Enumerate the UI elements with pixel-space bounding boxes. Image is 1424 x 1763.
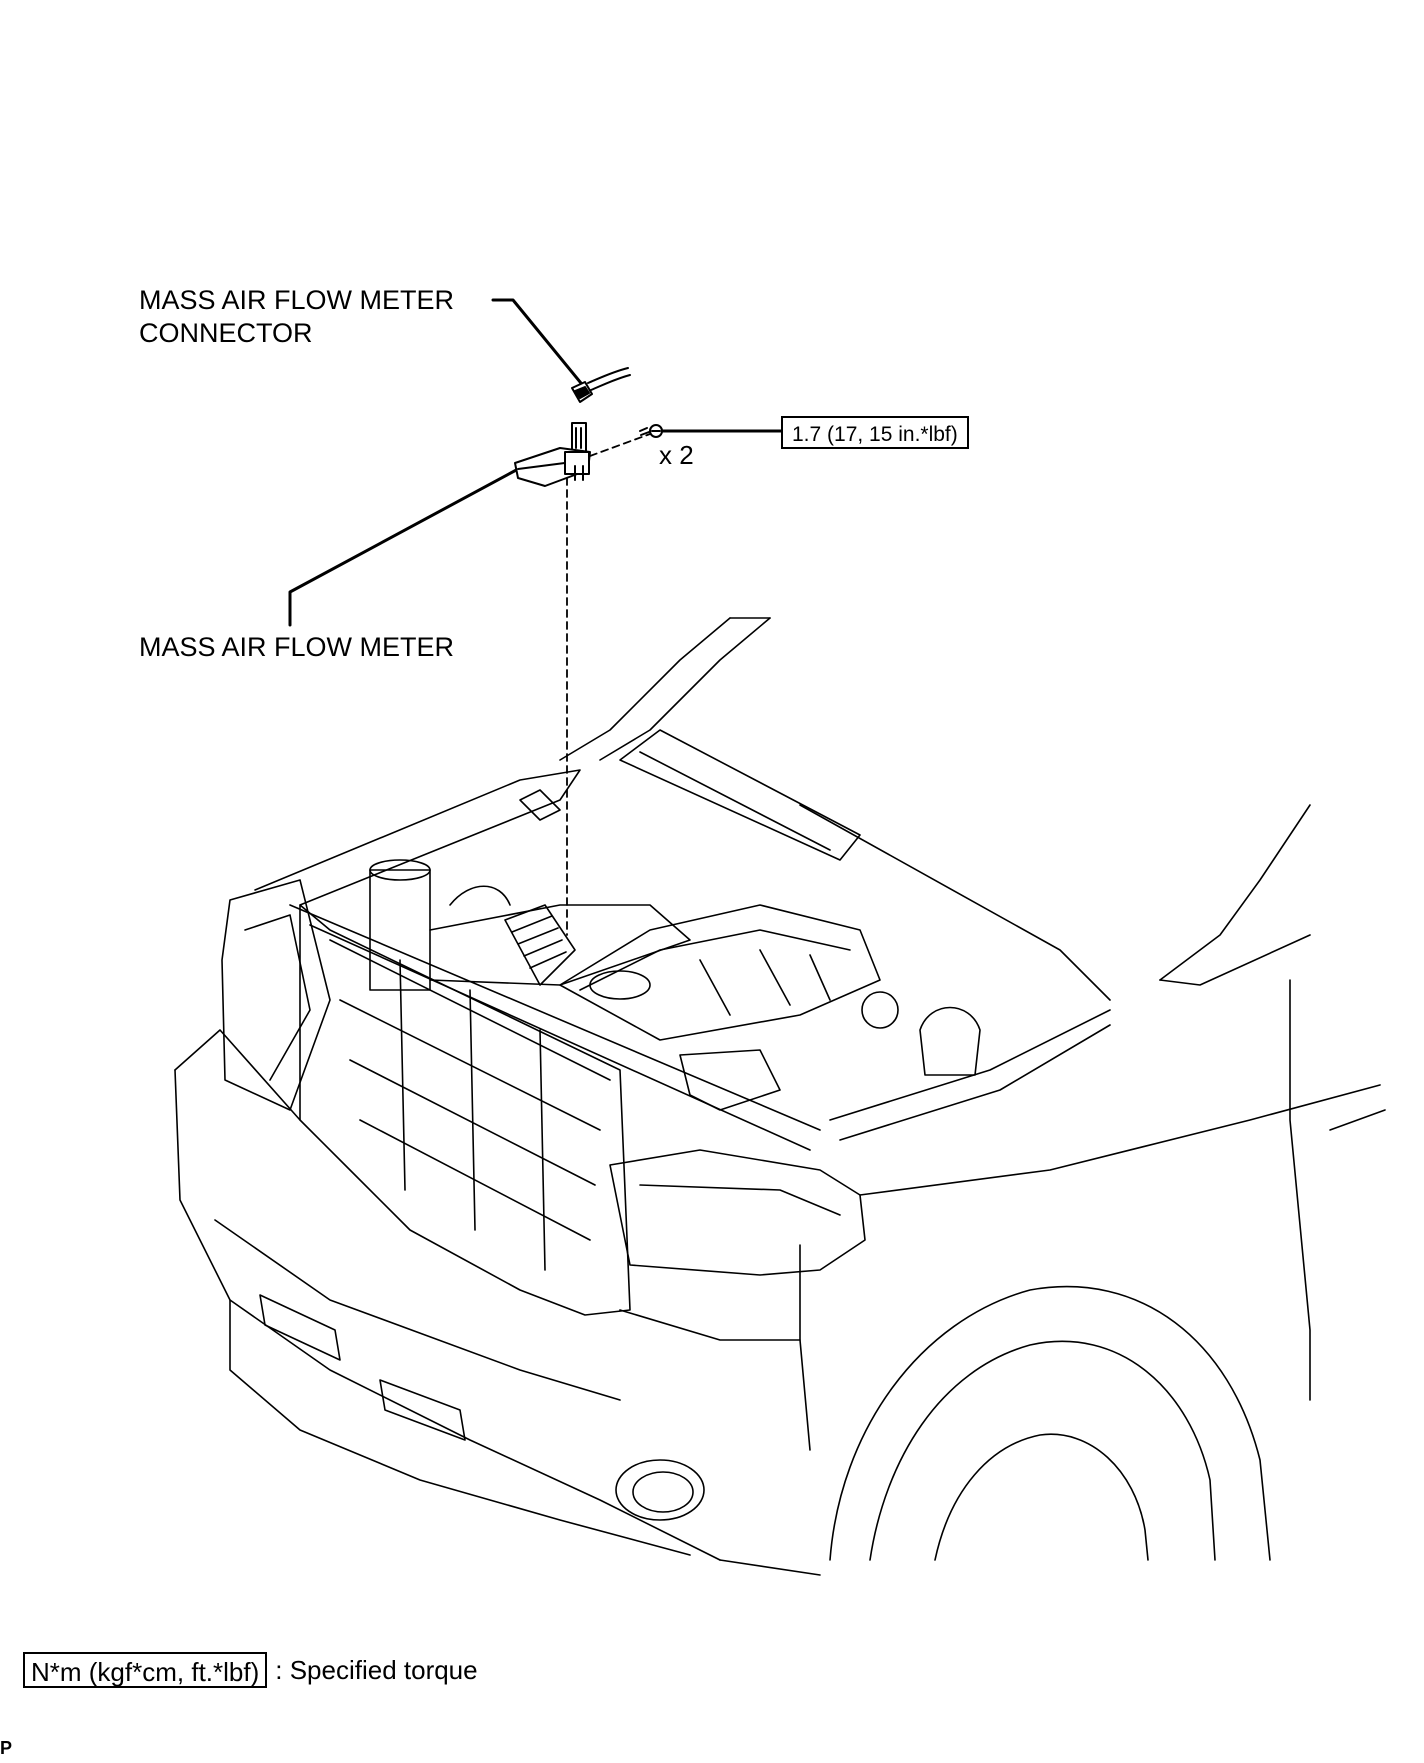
legend-torque-key: N*m (kgf*cm, ft.*lbf): [23, 1652, 268, 1688]
meter-callout: MASS AIR FLOW METER: [139, 632, 455, 662]
connector-icon: [571, 367, 631, 403]
install-guide-screw: [589, 433, 651, 457]
meter-leader-line: [288, 466, 522, 627]
truck-engine-bay-illustration: [174, 617, 1386, 1576]
legend-description: : Specified torque: [275, 1655, 478, 1685]
screw-quantity-label: x 2: [659, 440, 694, 470]
connector-callout: MASS AIR FLOW METER CONNECTOR: [139, 284, 454, 350]
connector-callout-line1: MASS AIR FLOW METER: [139, 285, 455, 315]
torque-spec-box: 1.7 (17, 15 in.*lbf): [781, 416, 969, 449]
legend: N*m (kgf*cm, ft.*lbf) : Specified torque: [23, 1652, 478, 1688]
connector-callout-line2: CONNECTOR: [139, 318, 313, 348]
screw-icon: [639, 424, 663, 438]
figure-code: P: [0, 1738, 13, 1758]
install-guide-lines: [566, 433, 651, 936]
connector-leader-line: [491, 298, 587, 390]
mass-air-flow-meter-icon: [514, 422, 591, 487]
leader-lines: [288, 298, 783, 627]
